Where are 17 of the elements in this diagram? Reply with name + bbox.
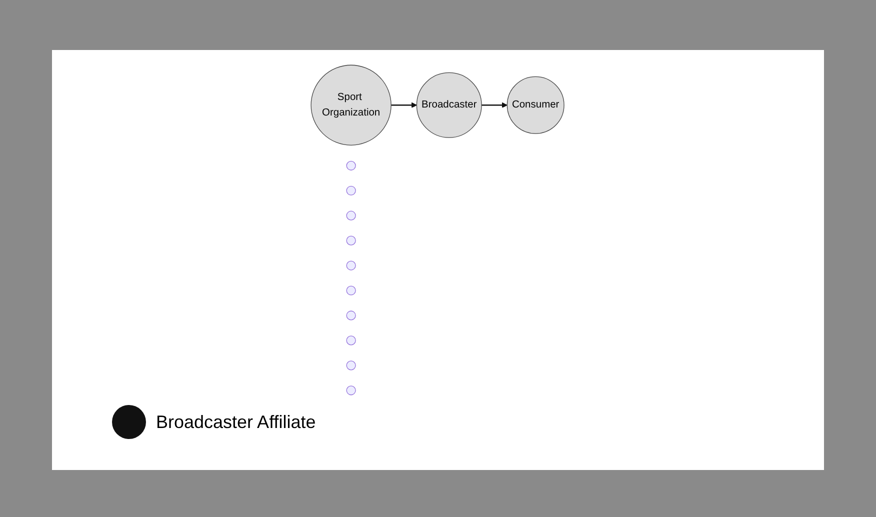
- node-circle: [346, 160, 356, 170]
- node-circle: [311, 64, 392, 146]
- node-circle: [346, 336, 356, 346]
- node-circle: [346, 236, 356, 246]
- node-circle: [346, 310, 356, 320]
- arrow: [482, 102, 508, 108]
- node-circle: [346, 186, 356, 196]
- node-circle: [507, 76, 565, 134]
- node-circle: [416, 72, 482, 138]
- node-circle: [346, 386, 356, 396]
- node-circle: [346, 260, 356, 270]
- legend-text: Broadcaster Affiliate: [156, 412, 316, 432]
- arrow: [392, 102, 418, 108]
- node-circle: [346, 286, 356, 296]
- node-circle: [346, 210, 356, 220]
- node-circle: [346, 360, 356, 370]
- panel-background: Sport Organization Broadcaster Consumer Broadcaster Affiliate: [52, 50, 824, 470]
